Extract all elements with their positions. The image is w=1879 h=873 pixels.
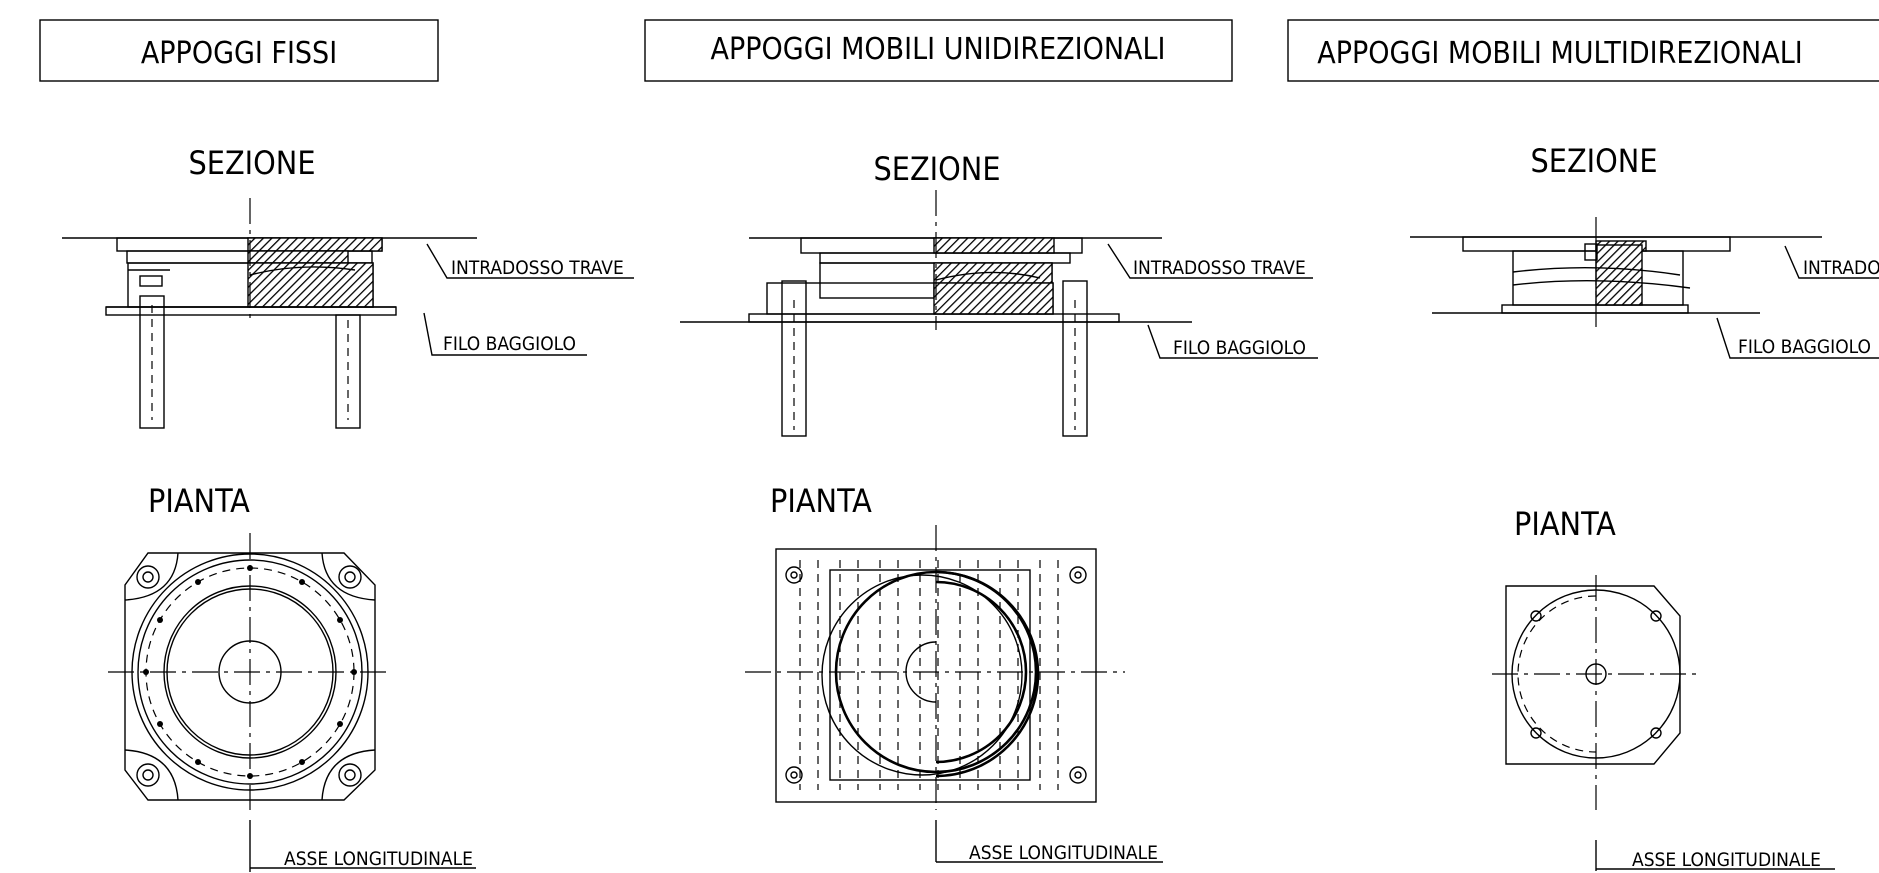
section-unidirectional-drawing: INTRADOSSO TRAVE FILO BAGGIOLO [680, 190, 1318, 437]
slide-guides [799, 560, 1059, 790]
label-axis-unidirectional: ASSE LONGITUDINALE [969, 842, 1158, 864]
label-axis-fixed: ASSE LONGITUDINALE [284, 848, 473, 870]
label-pedestal-fixed: FILO BAGGIOLO [443, 333, 576, 355]
header-unidirectional-bearings: APPOGGI MOBILI UNIDIREZIONALI [644, 19, 1233, 82]
label-pedestal-unidirectional: FILO BAGGIOLO [1173, 337, 1306, 359]
label-intrados-unidirectional: INTRADOSSO TRAVE [1133, 257, 1306, 279]
section-title-unidirectional: SEZIONE [873, 150, 1000, 188]
section-fixed-drawing: INTRADOSSO TRAVE FILO BAGGIOLO [62, 198, 634, 429]
plan-multidirectional-drawing: ASSE LONGITUDINALE [1492, 575, 1835, 871]
label-axis-multidirectional: ASSE LONGITUDINALE [1632, 849, 1821, 871]
section-title-fixed: SEZIONE [188, 144, 315, 182]
header-fixed-text: APPOGGI FISSI [141, 36, 337, 71]
header-multidirectional-text: APPOGGI MOBILI MULTIDIREZIONALI [1317, 36, 1802, 71]
header-multidirectional-bearings: APPOGGI MOBILI MULTIDIREZIONALI [1287, 19, 1879, 82]
anchor-markers [143, 565, 357, 779]
plan-title-unidirectional: PIANTA [770, 482, 872, 520]
section-multidirectional-drawing: INTRADO FILO BAGGIOLO [1410, 217, 1879, 359]
plan-fixed-drawing: ASSE LONGITUDINALE [108, 533, 476, 872]
plan-title-multidirectional: PIANTA [1514, 505, 1616, 543]
plan-title-fixed: PIANTA [148, 482, 250, 520]
label-pedestal-multidirectional: FILO BAGGIOLO [1738, 336, 1871, 358]
section-title-multidirectional: SEZIONE [1530, 142, 1657, 180]
label-intrados-multidirectional: INTRADO [1803, 257, 1879, 279]
label-intrados-fixed: INTRADOSSO TRAVE [451, 257, 624, 279]
plan-unidirectional-drawing: ASSE LONGITUDINALE [745, 525, 1163, 864]
header-unidirectional-text: APPOGGI MOBILI UNIDIREZIONALI [711, 32, 1166, 67]
header-fixed-bearings: APPOGGI FISSI [39, 19, 439, 82]
